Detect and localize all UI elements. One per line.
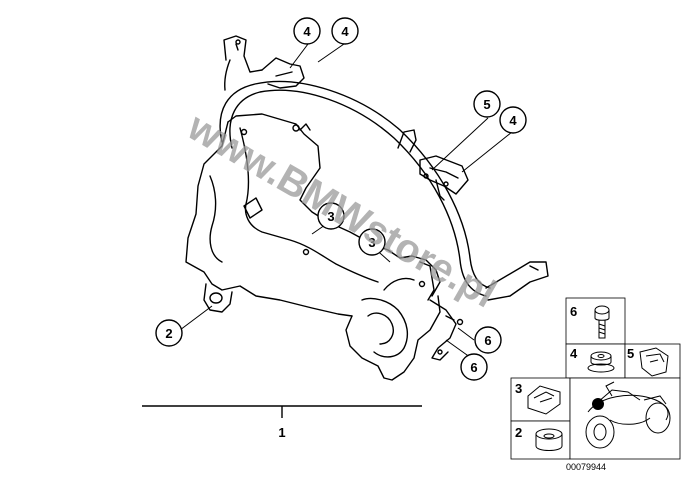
callout-4-top-right: 4 [331, 17, 359, 45]
legend-label-3: 3 [515, 381, 522, 396]
legend-label-4: 4 [570, 346, 578, 361]
legend-label-5: 5 [627, 346, 634, 361]
bolt-icon [594, 305, 610, 339]
legend-panel: 6 4 5 3 2 [510, 297, 681, 472]
callout-2: 2 [155, 319, 183, 347]
svg-text:2: 2 [165, 326, 172, 341]
clip-nut-icon [639, 347, 669, 377]
callout-4-right: 4 [499, 106, 527, 134]
callout-6-lower: 6 [460, 353, 488, 381]
legend-label-6: 6 [570, 304, 577, 319]
svg-text:5: 5 [483, 97, 490, 112]
svg-text:4: 4 [303, 24, 311, 39]
callout-5: 5 [473, 90, 501, 118]
callout-3-lower: 3 [358, 228, 386, 256]
watermark-text: www.BMWstore.pl [180, 104, 504, 316]
svg-text:6: 6 [484, 333, 491, 348]
spacer-ring-icon [535, 428, 563, 451]
svg-text:6: 6 [470, 360, 477, 375]
main-part-bar: 1 [142, 405, 422, 440]
rubber-bushing-icon [527, 385, 561, 415]
diagram-number: 00079944 [566, 462, 606, 472]
callout-4-top-left: 4 [293, 17, 321, 45]
svg-text:4: 4 [341, 24, 349, 39]
grommet-icon [587, 351, 615, 373]
svg-text:3: 3 [368, 235, 375, 250]
position-marker-icon [592, 398, 604, 410]
svg-text:3: 3 [327, 209, 334, 224]
callout-3-upper: 3 [317, 202, 345, 230]
callout-6-upper: 6 [474, 326, 502, 354]
svg-text:4: 4 [509, 113, 517, 128]
main-part-label: 1 [278, 425, 285, 440]
legend-label-2: 2 [515, 425, 522, 440]
